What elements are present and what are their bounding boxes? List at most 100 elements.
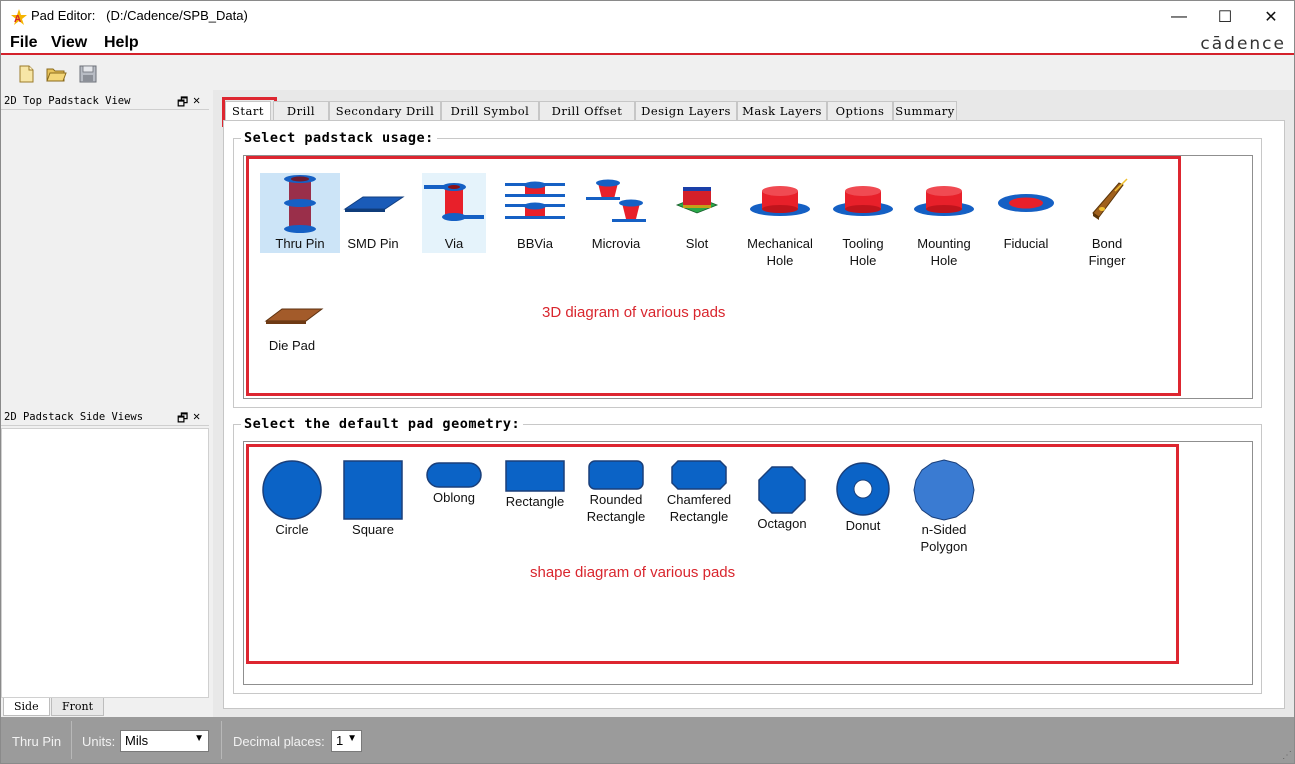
geometry-donut[interactable]: Donut (823, 461, 903, 534)
tab-front[interactable]: Front (51, 698, 105, 716)
geometry-rounded-rectangle[interactable]: Rounded Rectangle (576, 459, 656, 525)
open-folder-icon[interactable] (45, 63, 67, 85)
status-bar: Thru Pin Units: Mils ▼ Decimal places: 1… (1, 717, 1294, 763)
tab-summary[interactable]: Summary (893, 101, 957, 120)
top-view-pane-header: 2D Top Padstack View 🗗 ✕ (1, 92, 209, 110)
usage-slot[interactable]: Slot (657, 173, 737, 252)
decimal-places-select[interactable]: 1 ▼ (331, 730, 362, 752)
tab-options[interactable]: Options (827, 101, 893, 120)
geometry-group-title: Select the default pad geometry: (241, 416, 524, 432)
geometry-octagon[interactable]: Octagon (742, 465, 822, 532)
rounded-rectangle-shape-icon (588, 460, 644, 490)
side-view-pane-header: 2D Padstack Side Views 🗗 ✕ (1, 408, 209, 426)
side-view-pane-title: 2D Padstack Side Views (4, 411, 144, 423)
die-pad-icon (264, 308, 324, 324)
geometry-label: Oblong (433, 490, 475, 505)
geometry-label: Octagon (757, 516, 807, 531)
side-view-close-icon[interactable]: ✕ (193, 409, 201, 423)
top-view-close-icon[interactable]: ✕ (193, 93, 201, 107)
usage-via[interactable]: Via (422, 173, 486, 253)
geometry-n-sided-polygon[interactable]: n-Sided Polygon (904, 459, 984, 555)
tab-start[interactable]: Start (225, 101, 271, 120)
geometry-circle[interactable]: Circle (252, 459, 332, 538)
usage-tooling-hole[interactable]: Tooling Hole (823, 173, 903, 269)
top-view-restore-icon[interactable]: 🗗 (177, 95, 189, 109)
usage-label: Die Pad (268, 338, 316, 353)
donut-shape-icon (836, 462, 890, 516)
svg-text:A: A (14, 14, 21, 25)
usage-label: BBVia (517, 236, 553, 251)
square-shape-icon (343, 460, 403, 520)
usage-annotation-box (246, 156, 1181, 396)
usage-die-pad[interactable]: Die Pad (252, 287, 332, 354)
top-view-canvas[interactable] (1, 111, 209, 407)
window-title: Pad Editor: (D:/Cadence/SPB_Data) (31, 8, 248, 23)
units-value: Mils (125, 733, 149, 748)
usage-list (243, 155, 1253, 399)
usage-smd-pin[interactable]: SMD Pin (333, 173, 413, 252)
octagon-shape-icon (758, 466, 806, 514)
chamfered-rectangle-shape-icon (671, 460, 727, 490)
tab-side[interactable]: Side (3, 698, 50, 716)
chevron-down-icon: ▼ (347, 733, 357, 744)
usage-label: Bond Finger (1088, 236, 1126, 268)
geometry-label: Rectangle (505, 494, 565, 509)
usage-bond-finger[interactable]: Bond Finger (1067, 173, 1147, 269)
usage-label: Fiducial (1003, 236, 1049, 251)
side-view-restore-icon[interactable]: 🗗 (177, 411, 189, 425)
tab-drill-offset[interactable]: Drill Offset (539, 101, 635, 120)
usage-microvia[interactable]: Microvia (576, 173, 656, 252)
chevron-down-icon: ▼ (194, 733, 204, 744)
usage-label: Mechanical Hole (747, 236, 813, 268)
menu-help[interactable]: Help (104, 34, 139, 51)
cadence-app-icon: A (11, 9, 27, 25)
geometry-square[interactable]: Square (333, 459, 413, 538)
geometry-group-frame (233, 424, 1262, 694)
status-separator (71, 721, 72, 759)
units-select[interactable]: Mils ▼ (120, 730, 209, 752)
geometry-label: Square (352, 522, 394, 537)
menu-file[interactable]: File (10, 34, 38, 51)
toolbar (1, 57, 1294, 90)
tab-drill[interactable]: Drill (273, 101, 329, 120)
usage-thru-pin[interactable]: Thru Pin (260, 173, 340, 253)
usage-mounting-hole[interactable]: Mounting Hole (904, 173, 984, 269)
usage-bbvia[interactable]: BBVia (495, 173, 575, 252)
save-icon[interactable] (77, 63, 99, 85)
maximize-button[interactable]: ☐ (1217, 8, 1233, 26)
tab-drill-symbol[interactable]: Drill Symbol (441, 101, 539, 120)
tab-secondary-drill[interactable]: Secondary Drill (329, 101, 441, 120)
usage-group-title: Select padstack usage: (241, 130, 437, 146)
status-separator (221, 721, 222, 759)
tab-mask-layers[interactable]: Mask Layers (737, 101, 827, 120)
close-button[interactable]: ✕ (1264, 8, 1278, 26)
units-label: Units: (82, 734, 116, 749)
slot-icon (675, 187, 719, 214)
thru-pin-icon (284, 175, 316, 233)
geometry-label: Circle (275, 522, 309, 537)
geometry-chamfered-rectangle[interactable]: Chamfered Rectangle (659, 459, 739, 525)
geometry-rectangle[interactable]: Rectangle (495, 459, 575, 510)
decimal-places-label: Decimal places: (233, 734, 325, 749)
microvia-icon (586, 179, 646, 222)
fiducial-icon (998, 194, 1054, 212)
rectangle-shape-icon (505, 460, 565, 492)
top-view-pane-title: 2D Top Padstack View (4, 95, 131, 107)
menu-view[interactable]: View (51, 34, 88, 51)
side-view-canvas[interactable] (1, 428, 209, 698)
n-sided-polygon-shape-icon (913, 459, 975, 521)
resize-grip-icon[interactable]: ⋰ (1282, 750, 1292, 761)
via-icon (424, 183, 484, 221)
tab-design-layers[interactable]: Design Layers (635, 101, 737, 120)
usage-label: Mounting Hole (917, 236, 971, 268)
usage-mechanical-hole[interactable]: Mechanical Hole (740, 173, 820, 269)
new-file-icon[interactable] (15, 63, 37, 85)
usage-fiducial[interactable]: Fiducial (986, 173, 1066, 252)
tooling-hole-icon (833, 186, 893, 216)
usage-label: Slot (685, 236, 709, 251)
bond-finger-icon (1092, 178, 1128, 220)
side-view-tabs: Side Front (1, 698, 211, 716)
minimize-button[interactable]: — (1171, 7, 1187, 25)
geometry-oblong[interactable]: Oblong (414, 459, 494, 506)
